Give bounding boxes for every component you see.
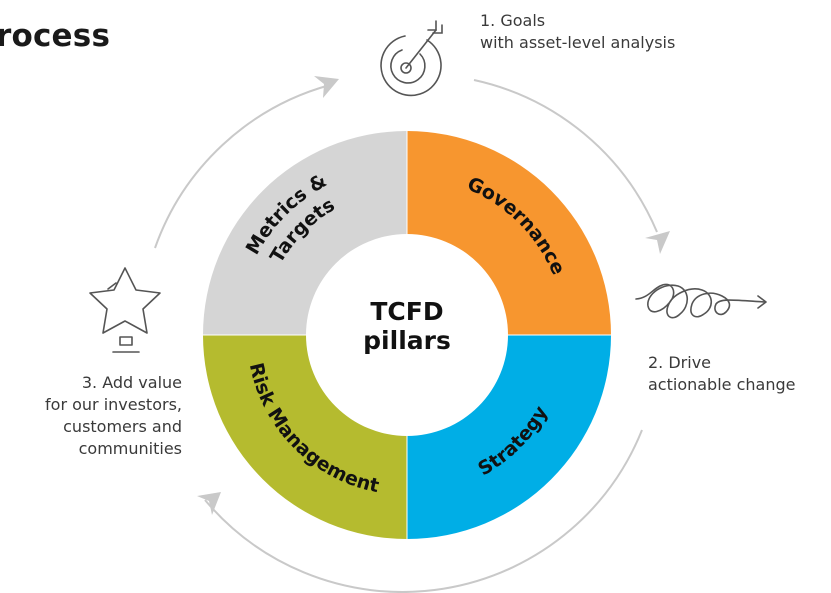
star-trophy-icon — [89, 267, 161, 353]
squiggle-arrow-icon — [635, 283, 767, 319]
pillar-segment-governance — [407, 131, 611, 335]
arrowhead-goals — [314, 76, 339, 98]
page-title: rocess — [0, 18, 111, 54]
cycle-arc-goals-to-drive — [473, 79, 658, 233]
step-value-title: 3. Add value — [81, 373, 182, 392]
step-goals-subtitle: with asset-level analysis — [480, 33, 676, 52]
step-value-label: 3. Add value for our investors, customer… — [45, 372, 182, 460]
step-drive-subtitle: actionable change — [648, 375, 796, 394]
step-goals-title: 1. Goals — [480, 11, 546, 30]
cycle-arrowheads — [197, 76, 670, 515]
center-label-line1: TCFD — [370, 297, 443, 326]
arrowhead-value — [197, 492, 221, 515]
step-value-line4: communities — [78, 439, 182, 458]
pillar-segment-metrics — [203, 131, 407, 335]
center-label-line2: pillars — [363, 326, 451, 355]
cycle-arc-drive-to-value — [204, 429, 643, 593]
step-drive-label: 2. Drive actionable change — [648, 352, 795, 396]
cycle-arc-value-to-goals — [154, 84, 331, 249]
step-value-line2: for our investors, — [45, 395, 182, 414]
step-drive-title: 2. Drive — [648, 353, 712, 372]
pillar-segment-strategy — [407, 335, 611, 539]
pillar-segment-risk — [203, 335, 407, 539]
target-icon — [380, 20, 443, 97]
step-goals-label: 1. Goals with asset-level analysis — [480, 10, 675, 54]
step-value-line3: customers and — [63, 417, 182, 436]
process-cycle-arrows — [154, 79, 658, 593]
arrowhead-drive — [645, 231, 670, 254]
